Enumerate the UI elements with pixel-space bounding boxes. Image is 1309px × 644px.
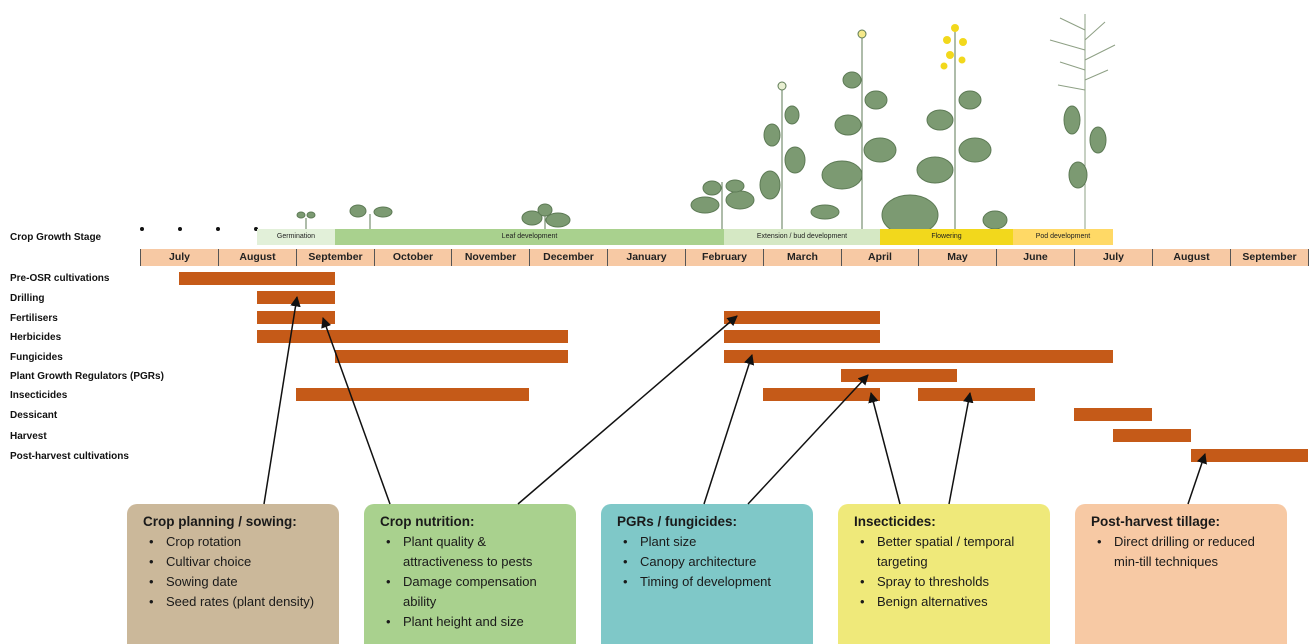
arrow-nutrition-to-fertilisers — [321, 317, 391, 505]
row-label-pgrs: Plant Growth Regulators (PGRs) — [10, 371, 164, 382]
row-label-harvest: Harvest — [10, 431, 47, 442]
young-plant-icon — [349, 204, 393, 229]
bar-pgrs — [841, 369, 957, 382]
box-pgrs-fungicides: PGRs / fungicides: Plant size Canopy arc… — [601, 504, 813, 644]
arrow-nutrition-to-spring-fertilisers — [517, 315, 738, 505]
extension-plant-icon — [690, 179, 755, 229]
arrow-insecticides-to-summer — [948, 391, 974, 505]
row-label-pre-osr-cultivations: Pre-OSR cultivations — [10, 273, 110, 284]
list-item: Sowing date — [149, 572, 325, 592]
arrow-insecticides-to-spring — [868, 391, 901, 505]
box-crop-planning-title: Crop planning / sowing: — [143, 514, 297, 529]
crop-growth-stage-label: Crop Growth Stage — [10, 232, 102, 243]
seedling-icon — [296, 211, 316, 229]
stage-band-flowering: Flowering — [880, 229, 1013, 245]
bar-pre-osr-cultivations — [179, 272, 335, 285]
month-oct: October — [375, 249, 452, 266]
list-item: Damage compensation ability — [386, 572, 562, 612]
list-item: Plant size — [623, 532, 799, 552]
arrow-pgrs-to-pgr-bar — [747, 374, 869, 505]
month-nov: November — [452, 249, 530, 266]
bar-fungicides-spring — [724, 350, 1113, 363]
list-item: Canopy architecture — [623, 552, 799, 572]
month-jun: June — [997, 249, 1075, 266]
box-crop-nutrition: Crop nutrition: Plant quality & attracti… — [364, 504, 576, 644]
month-axis: July August September October November D… — [140, 249, 1309, 266]
list-item: Crop rotation — [149, 532, 325, 552]
list-item: Cultivar choice — [149, 552, 325, 572]
box-crop-planning-list: Crop rotation Cultivar choice Sowing dat… — [143, 532, 325, 612]
month-jul-2: July — [1075, 249, 1153, 266]
month-may: May — [919, 249, 997, 266]
row-label-insecticides: Insecticides — [10, 390, 68, 401]
bud-plant-icon — [759, 81, 806, 229]
bar-fungicides-autumn — [335, 350, 568, 363]
seed-icon — [216, 227, 220, 231]
row-label-post-harvest-cultivations: Post-harvest cultivations — [10, 451, 129, 462]
month-aug-1: August — [219, 249, 297, 266]
seed-icon — [178, 227, 182, 231]
month-feb: February — [686, 249, 764, 266]
bar-insecticides-autumn — [296, 388, 529, 401]
row-label-dessicant: Dessicant — [10, 410, 58, 421]
list-item: Benign alternatives — [860, 592, 1036, 612]
list-item: Better spatial / temporal targeting — [860, 532, 1036, 572]
list-item: Timing of development — [623, 572, 799, 592]
list-item: Direct drilling or reduced min-till tech… — [1097, 532, 1273, 572]
month-mar: March — [764, 249, 842, 266]
stage-band-extension: Extension / bud development — [724, 229, 880, 245]
early-flowering-plant-icon — [810, 29, 897, 229]
stage-band-pod-development: Pod development — [1013, 229, 1113, 245]
box-insecticides-list: Better spatial / temporal targeting Spra… — [854, 532, 1036, 612]
bar-fertilisers-spring — [724, 311, 880, 324]
box-crop-planning: Crop planning / sowing: Crop rotation Cu… — [127, 504, 339, 644]
list-item: Plant quality & attractiveness to pests — [386, 532, 562, 572]
plant-illustrations — [140, 14, 1116, 236]
row-label-herbicides: Herbicides — [10, 332, 62, 343]
box-insecticides: Insecticides: Better spatial / temporal … — [838, 504, 1050, 644]
bar-post-harvest-cultivations — [1191, 449, 1308, 462]
month-sep-1: September — [297, 249, 375, 266]
box-post-harvest-tillage: Post-harvest tillage: Direct drilling or… — [1075, 504, 1287, 644]
bar-harvest — [1113, 429, 1191, 442]
month-jan: January — [608, 249, 686, 266]
box-insecticides-title: Insecticides: — [854, 514, 936, 529]
stage-band-germination: Germination — [257, 229, 335, 245]
month-jul-1: July — [141, 249, 219, 266]
box-post-harvest-tillage-title: Post-harvest tillage: — [1091, 514, 1221, 529]
box-pgrs-fungicides-list: Plant size Canopy architecture Timing of… — [617, 532, 799, 592]
list-item: Plant height and size — [386, 612, 562, 632]
box-crop-nutrition-list: Plant quality & attractiveness to pests … — [380, 532, 562, 632]
rosette-plant-icon — [521, 203, 571, 229]
pod-plant-icon — [1049, 14, 1116, 229]
list-item: Seed rates (plant density) — [149, 592, 325, 612]
bar-insecticides-spring — [763, 388, 880, 401]
arrow-planning-to-drilling — [263, 295, 301, 505]
seed-icon — [140, 227, 144, 231]
row-label-fertilisers: Fertilisers — [10, 313, 58, 324]
arrow-pgrs-to-fungicides — [703, 354, 755, 505]
bar-insecticides-summer — [918, 388, 1035, 401]
bar-fertilisers-autumn — [257, 311, 335, 324]
arrow-tillage-to-post-harvest — [1187, 453, 1207, 505]
month-apr: April — [842, 249, 919, 266]
box-pgrs-fungicides-title: PGRs / fungicides: — [617, 514, 738, 529]
stage-band-leaf-development: Leaf development — [335, 229, 724, 245]
month-dec: December — [530, 249, 608, 266]
box-post-harvest-tillage-list: Direct drilling or reduced min-till tech… — [1091, 532, 1273, 572]
month-aug-2: August — [1153, 249, 1231, 266]
row-label-fungicides: Fungicides — [10, 352, 63, 363]
bar-dessicant — [1074, 408, 1152, 421]
row-label-drilling: Drilling — [10, 293, 45, 304]
list-item: Spray to thresholds — [860, 572, 1036, 592]
box-crop-nutrition-title: Crop nutrition: — [380, 514, 475, 529]
bar-herbicides-autumn — [257, 330, 568, 343]
bar-herbicides-spring — [724, 330, 880, 343]
flowering-plant-icon — [881, 24, 1008, 236]
